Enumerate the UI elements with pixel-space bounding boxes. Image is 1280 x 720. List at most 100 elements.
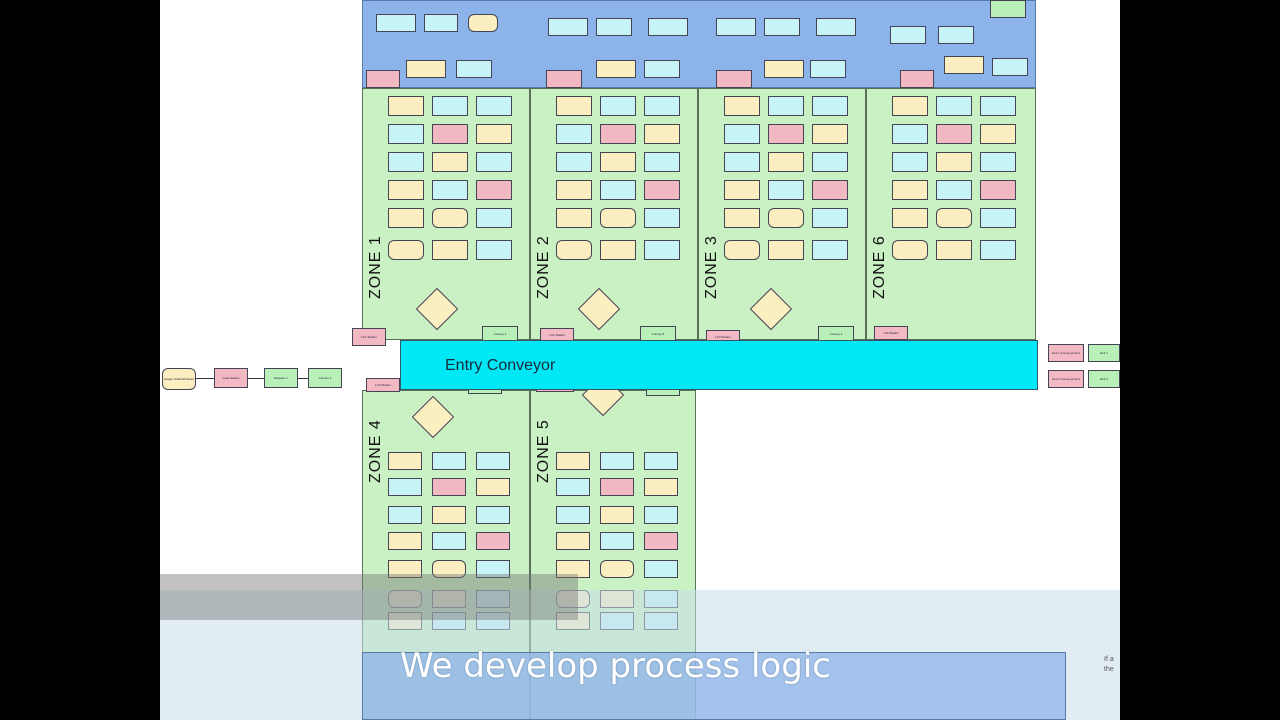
entry-conveyor-label: Entry Conveyor [445, 357, 556, 374]
process-block [476, 208, 512, 228]
process-block [476, 478, 510, 496]
process-block [600, 180, 636, 200]
process-block [476, 506, 510, 524]
process-block [812, 152, 848, 172]
process-block [936, 240, 972, 260]
process-block [556, 152, 592, 172]
process-block [600, 452, 634, 470]
process-block [388, 124, 424, 144]
lc6-station: LC6 Station [874, 326, 908, 340]
process-block [476, 96, 512, 116]
top-block [764, 18, 800, 36]
top-block [596, 18, 632, 36]
top-block [938, 26, 974, 44]
process-block [476, 124, 512, 144]
load-station: Load Station [214, 368, 248, 388]
process-block [724, 180, 760, 200]
exit-2-conveyor-end: Exit 2 Conveyor End [1048, 370, 1084, 388]
process-block [556, 208, 592, 228]
top-block [764, 60, 804, 78]
top-block [406, 60, 446, 78]
assign-initial-attributes: Assign Initial Attributes [162, 368, 196, 390]
process-block [936, 180, 972, 200]
process-block [892, 152, 928, 172]
process-block [388, 180, 424, 200]
connector [298, 378, 308, 379]
process-block [556, 506, 590, 524]
caption-strip [160, 574, 578, 620]
top-block [716, 70, 752, 88]
process-block [476, 532, 510, 550]
process-block [936, 124, 972, 144]
process-block [724, 152, 760, 172]
process-block [980, 124, 1016, 144]
zone-3-label: ZONE 3 [703, 235, 720, 299]
process-block [600, 240, 636, 260]
convey-1: Convey 1 [308, 368, 342, 388]
process-block [432, 506, 466, 524]
process-block [556, 478, 590, 496]
top-block [900, 70, 934, 88]
connector [248, 378, 264, 379]
process-block [432, 478, 466, 496]
process-block [812, 124, 848, 144]
process-block [432, 208, 468, 228]
process-block [980, 96, 1016, 116]
process-block [556, 560, 590, 578]
process-block [388, 152, 424, 172]
process-block [980, 152, 1016, 172]
top-block [376, 14, 416, 32]
process-block [936, 96, 972, 116]
release-1: Release 1 [264, 368, 298, 388]
process-block [388, 478, 422, 496]
process-block [476, 560, 510, 578]
process-block [644, 532, 678, 550]
top-block [596, 60, 636, 78]
lc1-station: LC1 Station [352, 328, 386, 346]
process-block [600, 478, 634, 496]
process-block [600, 560, 634, 578]
process-block [432, 560, 466, 578]
process-block [892, 96, 928, 116]
process-block [724, 208, 760, 228]
process-block [812, 208, 848, 228]
process-block [556, 532, 590, 550]
process-block [644, 96, 680, 116]
process-block [892, 124, 928, 144]
process-block [892, 180, 928, 200]
process-block [724, 96, 760, 116]
process-block [556, 124, 592, 144]
process-block [936, 208, 972, 228]
process-block [476, 452, 510, 470]
top-block [456, 60, 492, 78]
process-block [432, 240, 468, 260]
zone-2-label: ZONE 2 [535, 235, 552, 299]
top-block [644, 60, 680, 78]
process-block [724, 240, 760, 260]
process-block [936, 152, 972, 172]
process-block [388, 506, 422, 524]
process-block [388, 208, 424, 228]
exit-1-conveyor-end: Exit 1 Conveyor End [1048, 344, 1084, 362]
top-block [468, 14, 498, 32]
top-block [716, 18, 756, 36]
zone-6-label: ZONE 6 [871, 235, 888, 299]
entry-conveyor: Entry Conveyor [400, 340, 1038, 390]
top-block [810, 60, 846, 78]
process-block [556, 180, 592, 200]
process-block [768, 124, 804, 144]
process-block [644, 240, 680, 260]
process-block [432, 452, 466, 470]
zone-1-label: ZONE 1 [367, 235, 384, 299]
process-block [892, 240, 928, 260]
process-block [600, 96, 636, 116]
process-block [388, 240, 424, 260]
process-block [600, 124, 636, 144]
caption-text: We develop process logic [400, 646, 831, 686]
process-block [768, 152, 804, 172]
zone-5-label: ZONE 5 [535, 419, 552, 483]
top-block [648, 18, 688, 36]
process-block [476, 240, 512, 260]
process-block [600, 506, 634, 524]
process-block [812, 240, 848, 260]
